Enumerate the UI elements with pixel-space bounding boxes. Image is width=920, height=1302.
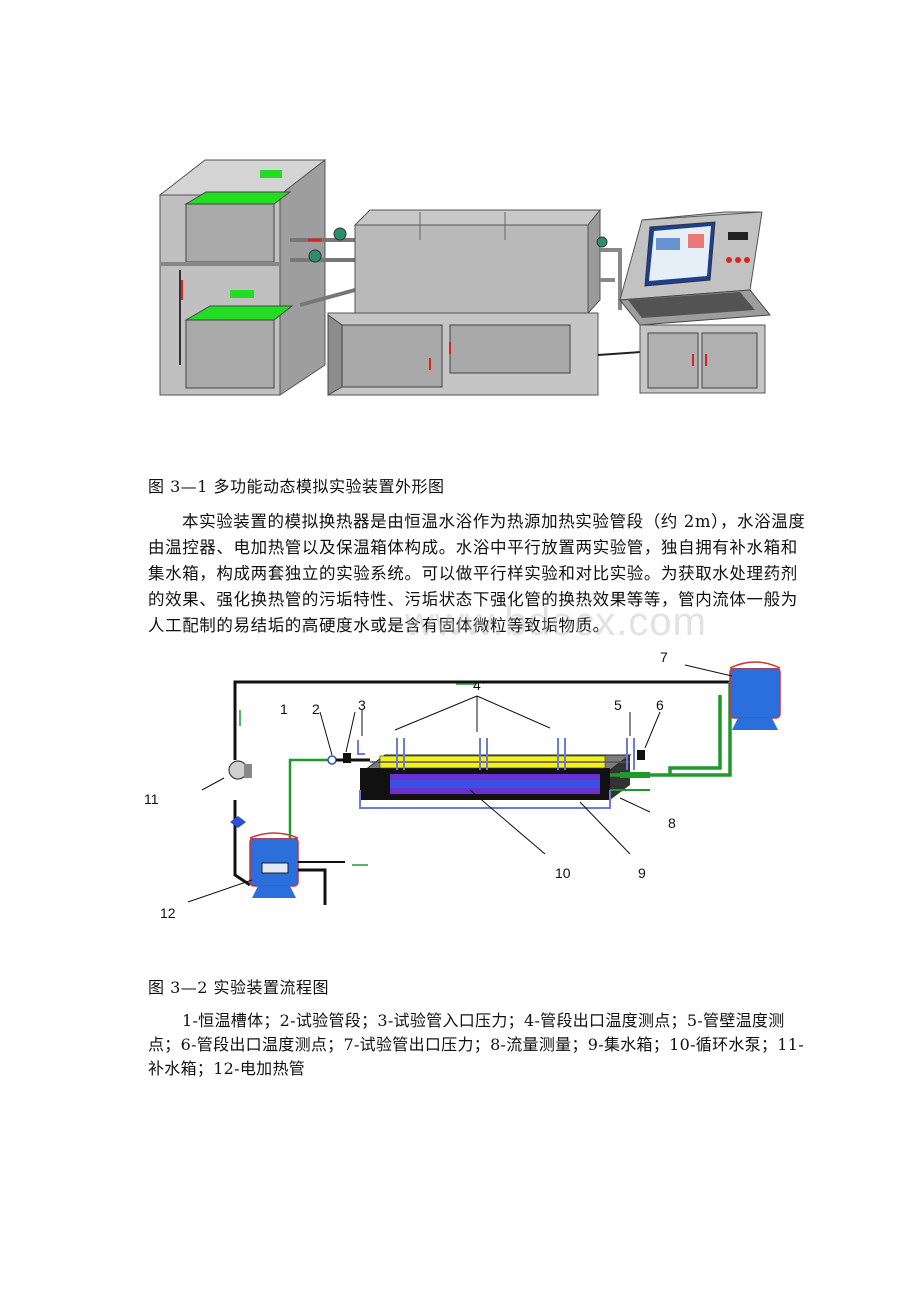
label-11: 11 [144,791,159,807]
legend-text: 1-恒温槽体；2-试验管段；3-试验管入口压力；4-管段出口温度测点；5-管壁温… [148,1009,816,1081]
label-3: 3 [358,697,366,713]
label-7: 7 [660,649,668,665]
label-4: 4 [473,677,481,693]
figure1-caption: 图 3—1 多功能动态模拟实验装置外形图 [148,477,445,496]
label-5: 5 [614,697,622,713]
label-9: 9 [638,865,646,881]
label-8: 8 [668,815,676,831]
label-10: 10 [555,865,571,881]
watermark: www.bdocx.com [405,600,707,644]
label-2: 2 [312,701,320,717]
flow-diagram: 1 2 3 4 5 6 7 8 9 10 11 12 [144,649,781,921]
label-6: 6 [656,697,664,713]
label-1: 1 [280,701,288,717]
legend-paragraph: 1-恒温槽体；2-试验管段；3-试验管入口压力；4-管段出口温度测点；5-管壁温… [148,1011,804,1078]
figure2-caption: 图 3—2 实验装置流程图 [148,978,330,997]
apparatus-illustration [158,158,771,396]
body-paragraph: 本实验装置的模拟换热器是由恒温水浴作为热源加热实验管段（约 2m），水浴温度由温… [148,509,813,639]
paragraph-text: 本实验装置的模拟换热器是由恒温水浴作为热源加热实验管段（约 2m），水浴温度由温… [148,512,806,635]
label-12: 12 [160,905,176,921]
